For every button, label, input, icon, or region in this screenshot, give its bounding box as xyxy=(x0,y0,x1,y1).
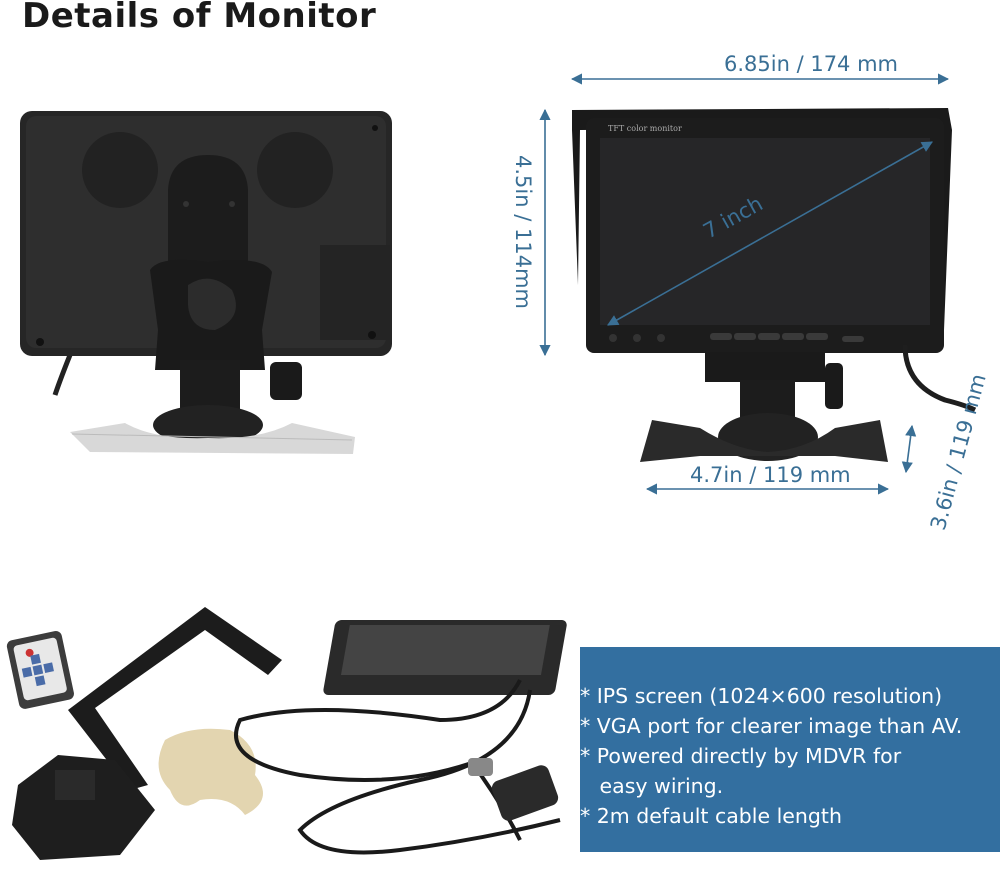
height-dimension-label: 4.5in / 114mm xyxy=(510,155,535,309)
feature-item: * IPS screen (1024×600 resolution) xyxy=(580,684,943,708)
feature-item: * Powered directly by MDVR for xyxy=(580,744,902,768)
monitor-front-view: TFT color monitor xyxy=(572,108,977,462)
accessories-photo xyxy=(6,607,567,860)
features-panel: * IPS screen (1024×600 resolution) * VGA… xyxy=(580,647,1000,852)
monitor-back-view xyxy=(20,111,392,454)
feature-item: * VGA port for clearer image than AV. xyxy=(580,714,963,738)
width-dimension-label: 6.85in / 174 mm xyxy=(724,52,898,76)
feature-item: easy wiring. xyxy=(580,774,724,798)
feature-item: * 2m default cable length xyxy=(580,804,842,828)
screen-label: TFT color monitor xyxy=(608,124,682,133)
dimension-lines xyxy=(539,73,950,495)
base-width-dimension-label: 4.7in / 119 mm xyxy=(690,463,851,487)
page-title: Details of Monitor xyxy=(22,0,377,36)
